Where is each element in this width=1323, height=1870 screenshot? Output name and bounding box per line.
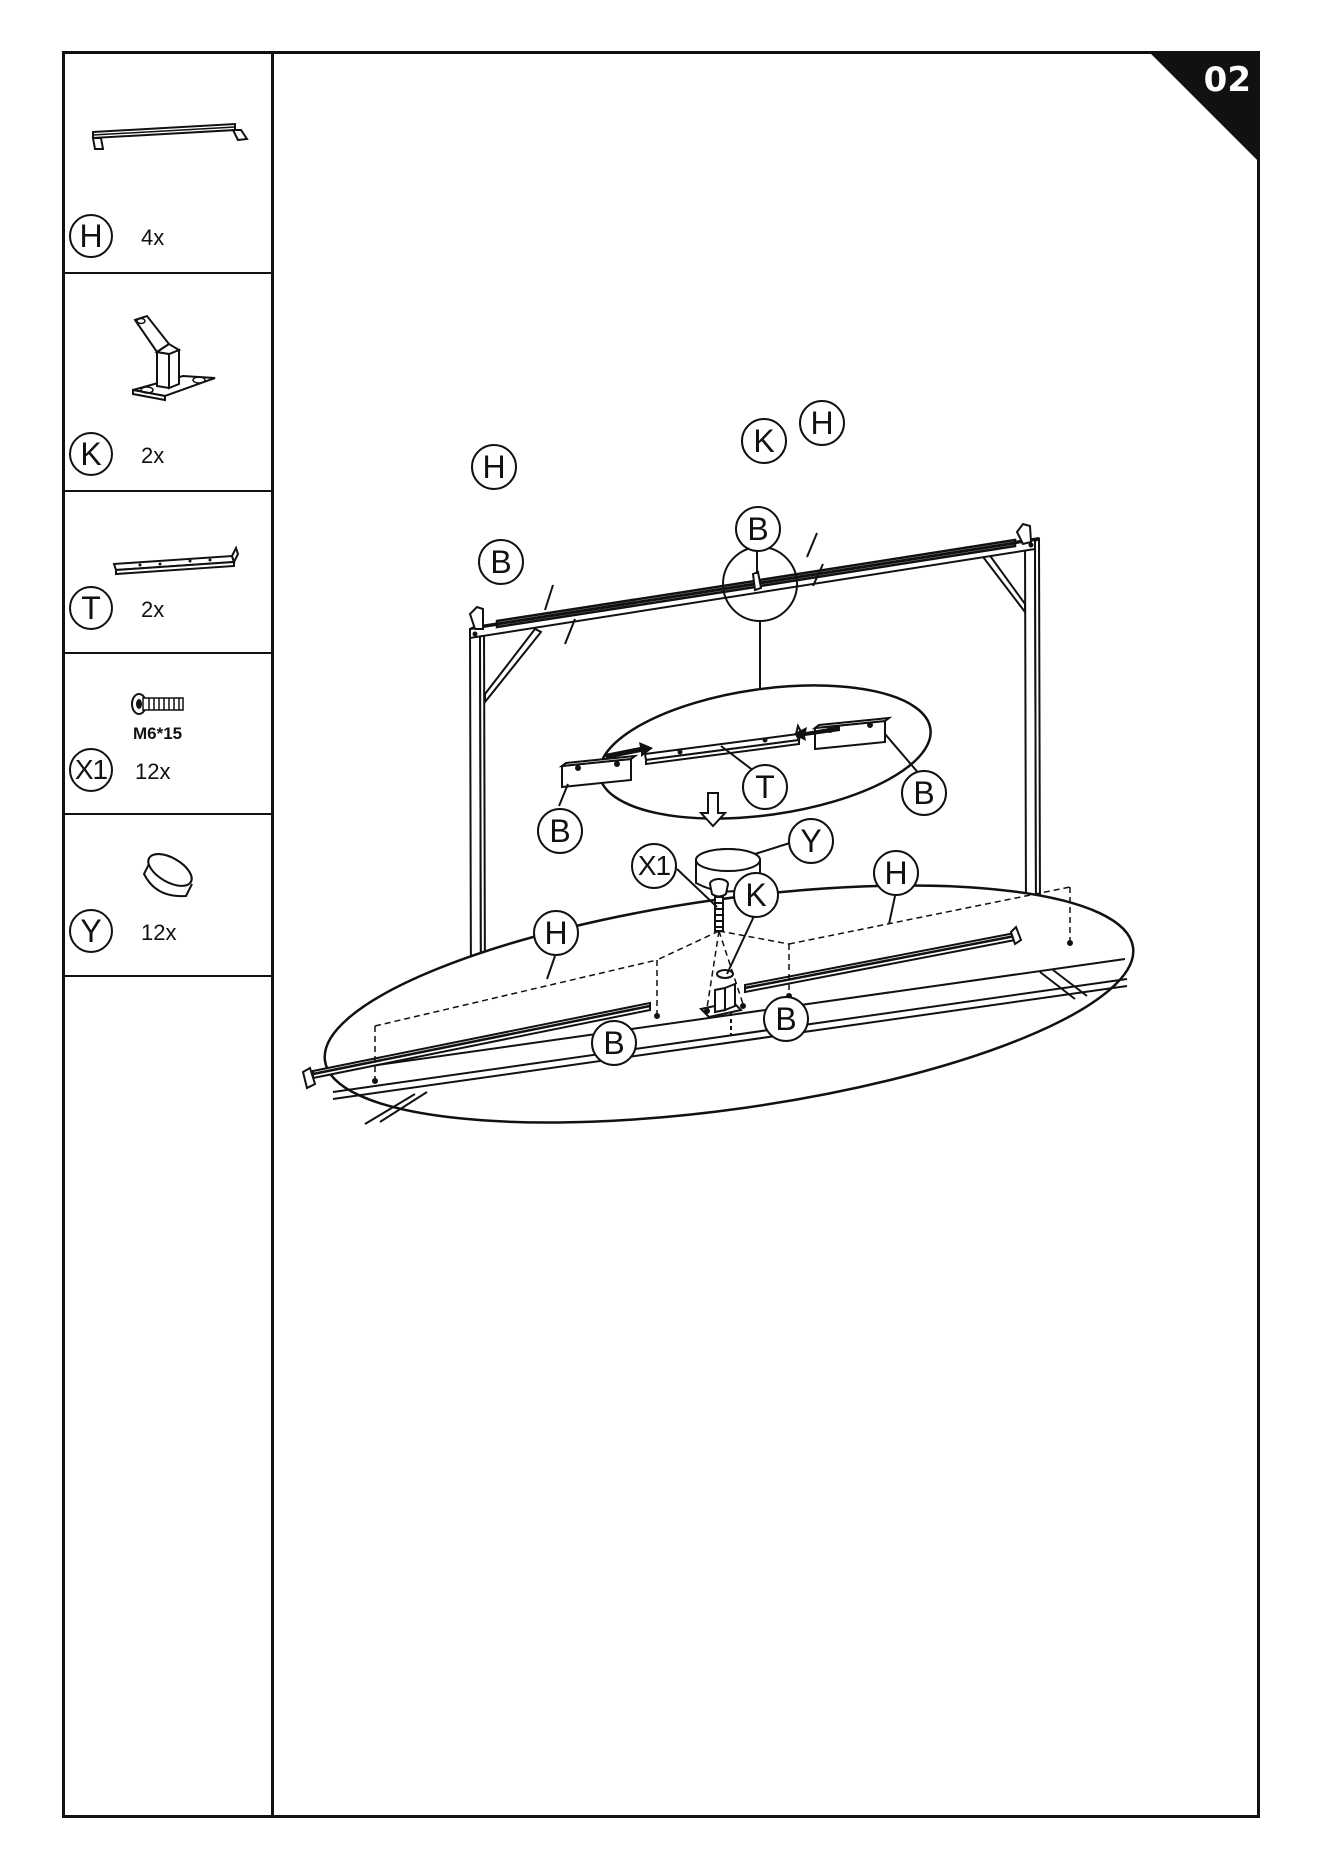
callout-detail2-h-left: H — [533, 910, 579, 956]
callout-frame-h-left: H — [471, 444, 517, 490]
callout-detail1-b-left: B — [537, 808, 583, 854]
callout-detail2-y: Y — [788, 818, 834, 864]
callout-detail2-k: K — [733, 872, 779, 918]
callout-detail2-x1: X1 — [631, 843, 677, 889]
callout-detail1-b-right: B — [901, 770, 947, 816]
detail-ellipse-t — [559, 666, 939, 837]
callout-detail2-b-right: B — [763, 996, 809, 1042]
callout-detail2-b-left: B — [591, 1020, 637, 1066]
callout-detail1-t: T — [742, 764, 788, 810]
page-frame: H 4x K 2x — [62, 51, 1260, 1818]
callout-frame-k: K — [741, 418, 787, 464]
callout-frame-b-left: B — [478, 539, 524, 585]
callout-detail2-h-right: H — [873, 850, 919, 896]
assembly-diagram — [65, 54, 1257, 1815]
callout-frame-h-right: H — [799, 400, 845, 446]
detail-ellipse-k — [303, 843, 1148, 1165]
callout-frame-b-right: B — [735, 506, 781, 552]
